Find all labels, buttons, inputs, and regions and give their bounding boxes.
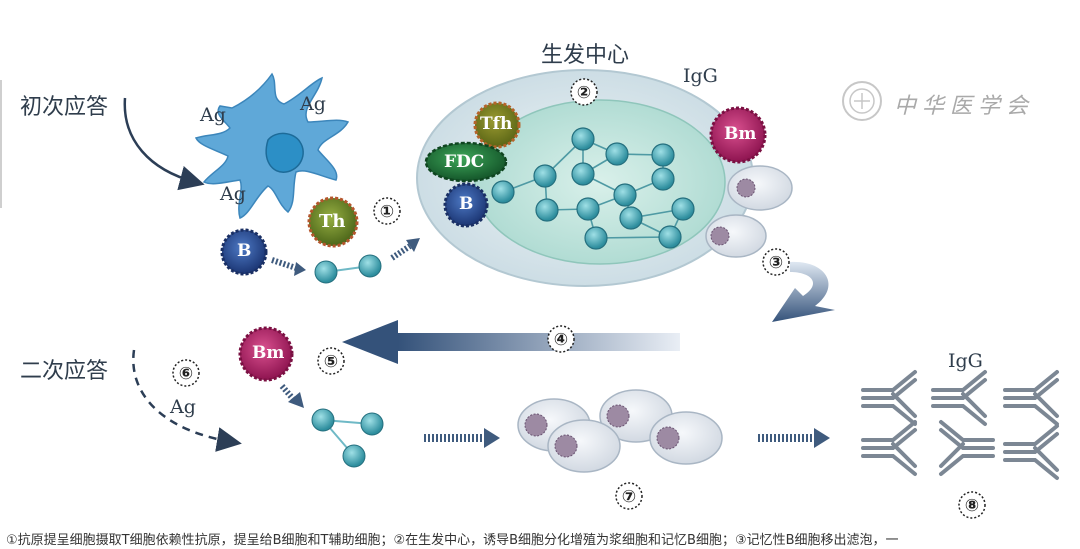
gc-b-cell (619, 206, 643, 230)
secondary-response-arrow (132, 349, 242, 452)
plasma-cells-exit (705, 165, 793, 258)
gc-b-cell (584, 226, 608, 250)
igg-antibody-icon (861, 420, 917, 476)
bm-label-top: Bm (724, 124, 757, 144)
bm-cell-bottom (238, 326, 294, 382)
th-label: Th (319, 211, 346, 232)
step-markers: ① ② ③ ④ ⑤ ⑥ ⑦ ⑧ (172, 78, 986, 519)
step-marker-ring (317, 347, 345, 375)
step-marker-ring (615, 482, 643, 510)
arrow-step-3 (772, 261, 835, 322)
tfh-label: Tfh (480, 114, 513, 134)
tfh-cell (473, 101, 521, 149)
b-label-primary: B (237, 241, 252, 261)
proliferating-b-cells (314, 254, 382, 284)
gc-b-cell (651, 143, 675, 167)
step-marker-3: ③ (769, 253, 783, 273)
dendritic-nucleus (265, 132, 304, 173)
gc-b-cell (571, 127, 595, 151)
igg-antibody-icon (939, 420, 995, 476)
arrow-step-4 (342, 320, 680, 364)
bm-label-bottom: Bm (252, 343, 285, 363)
primary-response-label: 初次应答 (20, 95, 109, 120)
gc-b-cell (605, 142, 629, 166)
gc-b-cell (576, 197, 600, 221)
step-marker-ring (958, 491, 986, 519)
secondary-proliferating-cells (311, 408, 384, 468)
step-marker-ring (547, 325, 575, 353)
gc-b-cell (658, 225, 682, 249)
step-marker-7: ⑦ (622, 487, 636, 507)
step-marker-ring (762, 248, 790, 276)
gc-b-cell (613, 183, 637, 207)
gc-b-cell (651, 167, 675, 191)
primary-response-arrow (123, 97, 205, 191)
b-cell-primary (220, 228, 268, 276)
gc-b-cell (533, 164, 557, 188)
germinal-center-label: 生发中心 (541, 43, 630, 68)
igg-top-label: IgG (683, 65, 718, 87)
plasma-cells-bottom (517, 389, 723, 473)
gc-b-cell (535, 198, 559, 222)
gc-b-cell (671, 197, 695, 221)
watermark-text: 中华医学会 (894, 94, 1035, 119)
step-marker-6: ⑥ (179, 364, 193, 384)
germinal-center-network (491, 127, 695, 250)
igg-antibodies (861, 370, 1059, 480)
secondary-small-arrow (279, 384, 304, 408)
step-marker-ring (373, 197, 401, 225)
ag-label-1: Ag (200, 104, 226, 126)
igg-antibody-icon (1003, 370, 1059, 426)
dendritic-cell (194, 72, 350, 220)
th-cell (307, 196, 359, 248)
primary-dashed-arrows (271, 238, 420, 276)
gc-b-cell (571, 162, 595, 186)
step-marker-ring (570, 78, 598, 106)
secondary-dashed-arrows (424, 428, 830, 448)
step-marker-2: ② (577, 83, 591, 103)
igg-bottom-label: IgG (948, 350, 983, 372)
bm-cell-top (709, 106, 767, 164)
igg-antibody-icon (861, 370, 917, 426)
igg-antibody-icon (1003, 424, 1059, 480)
step-marker-1: ① (380, 202, 394, 222)
step-marker-4: ④ (554, 330, 568, 350)
ag-label-4: Ag (170, 396, 196, 418)
step-marker-ring (172, 359, 200, 387)
figure-caption: ①抗原提呈细胞摄取T细胞依赖性抗原，提呈给B细胞和T辅助细胞；②在生发中心，诱导… (6, 533, 899, 548)
ag-label-3: Ag (220, 183, 246, 205)
left-edge-bar (0, 80, 2, 208)
secondary-response-label: 二次应答 (20, 359, 109, 384)
step-marker-8: ⑧ (965, 496, 979, 516)
b-label-gc: B (459, 194, 474, 214)
ag-label-2: Ag (300, 93, 326, 115)
b-cell-gc (443, 182, 489, 228)
gc-b-cell (491, 180, 515, 204)
fdc-cell (424, 141, 508, 183)
fdc-label: FDC (444, 152, 485, 172)
watermark-seal-icon (842, 81, 882, 121)
step-marker-5: ⑤ (324, 352, 338, 372)
igg-antibody-icon (931, 370, 987, 426)
